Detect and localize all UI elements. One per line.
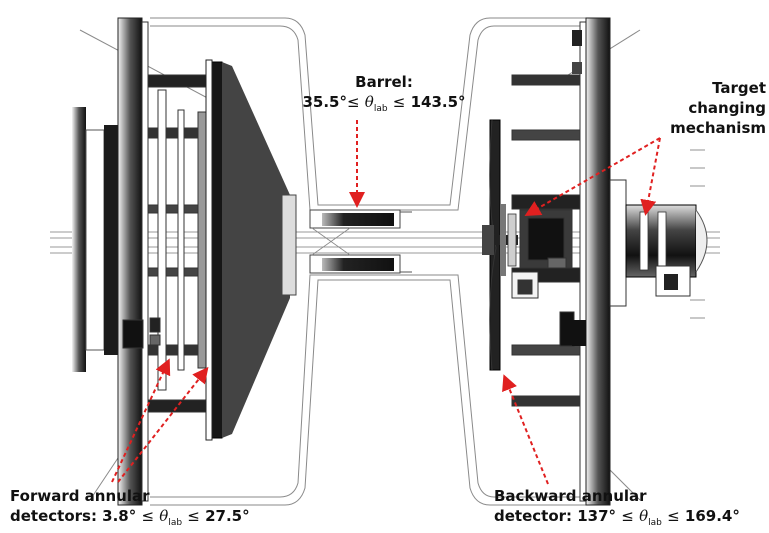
target-mechanism-frame xyxy=(511,74,585,407)
target-arrow-left xyxy=(524,137,661,216)
forward-label-range: detectors: 3.8° ≤ θlab ≤ 27.5° xyxy=(10,507,250,528)
forward-arrow-1 xyxy=(111,358,171,483)
right-flange xyxy=(572,17,611,506)
backward-detector xyxy=(482,119,518,371)
forward-label: Forward annular detectors: 3.8° ≤ θlab ≤… xyxy=(10,486,250,533)
left-support-frame xyxy=(122,74,221,413)
target-label: Target changing mechanism xyxy=(670,79,766,137)
left-beam-pipe xyxy=(72,107,86,372)
target-cylinder xyxy=(609,149,708,319)
barrel-detector xyxy=(309,209,412,274)
barrel-label-range: 35.5°≤ θlab ≤ 143.5° xyxy=(302,93,466,114)
forward-arrow-2 xyxy=(117,366,209,483)
barrel-label: Barrel: 35.5°≤ θlab ≤ 143.5° xyxy=(268,72,500,119)
barrel-label-title: Barrel: xyxy=(355,73,413,91)
forward-detector-cone xyxy=(205,59,297,441)
backward-label: Backward annular detector: 137° ≤ θlab ≤… xyxy=(494,486,740,533)
backward-label-range: detector: 137° ≤ θlab ≤ 169.4° xyxy=(494,507,740,528)
target-arrow-right xyxy=(640,137,661,216)
pointer-arrows xyxy=(111,120,661,485)
left-flange xyxy=(117,17,149,506)
backward-arrow xyxy=(502,374,549,485)
